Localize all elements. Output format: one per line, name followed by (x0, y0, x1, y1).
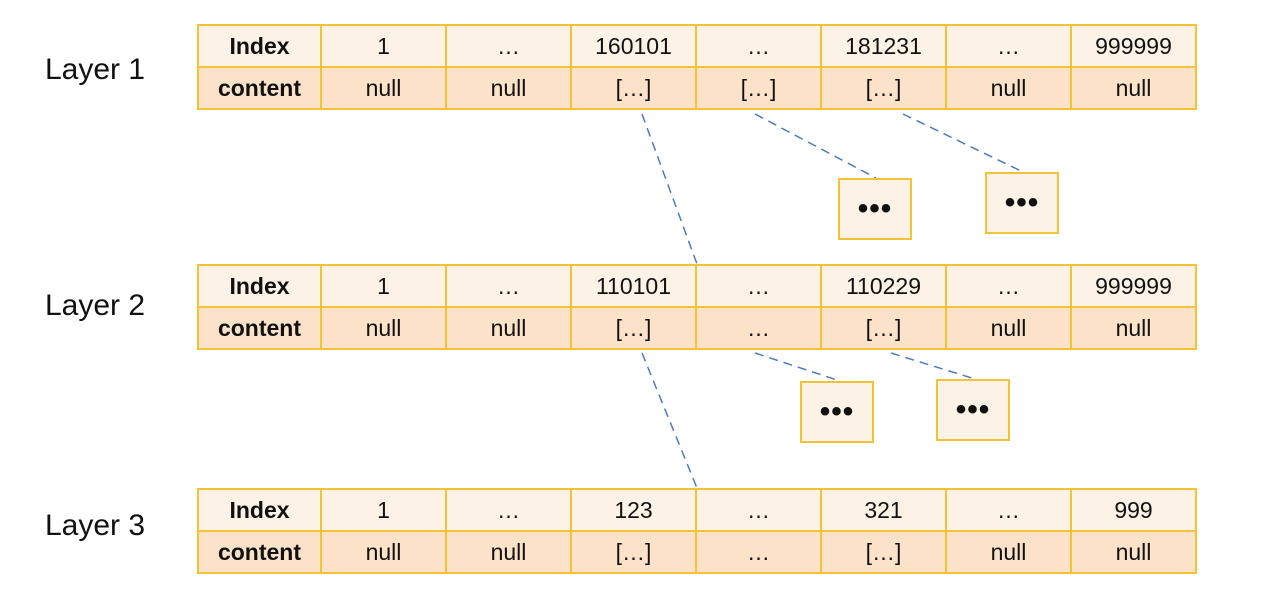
index-cell: … (445, 488, 572, 532)
index-cell: … (695, 24, 822, 68)
link-layer1-to-box-b (902, 113, 1024, 173)
index-cell: 1 (320, 24, 447, 68)
content-cell: … (695, 530, 822, 574)
content-row: content null null […] … […] null null (197, 530, 1197, 574)
content-cell: null (1070, 530, 1197, 574)
subarray-box: ••• (800, 381, 874, 443)
index-cell: 999 (1070, 488, 1197, 532)
layer-3-table: Index 1 … 123 … 321 … 999 content null n… (197, 488, 1197, 574)
content-cell: null (320, 530, 447, 574)
index-cell: 110229 (820, 264, 947, 308)
content-row: content null null […] […] […] null null (197, 66, 1197, 110)
link-layer2-to-box-d (890, 352, 976, 380)
content-cell: null (445, 306, 572, 350)
index-cell: … (445, 24, 572, 68)
index-cell: 181231 (820, 24, 947, 68)
index-cell: 999999 (1070, 24, 1197, 68)
content-cell: […] (570, 66, 697, 110)
index-cell: … (695, 488, 822, 532)
index-row: Index 1 … 110101 … 110229 … 999999 (197, 264, 1197, 308)
content-cell: null (945, 530, 1072, 574)
link-110101-to-layer3 (641, 352, 698, 489)
content-cell: null (1070, 66, 1197, 110)
index-cell: 999999 (1070, 264, 1197, 308)
content-cell: […] (820, 66, 947, 110)
subarray-box: ••• (838, 178, 912, 240)
content-cell: null (320, 66, 447, 110)
content-cell: null (945, 306, 1072, 350)
index-header: Index (197, 488, 322, 532)
layer-1-table: Index 1 … 160101 … 181231 … 999999 conte… (197, 24, 1197, 110)
subarray-box: ••• (985, 172, 1059, 234)
index-cell: 123 (570, 488, 697, 532)
index-header: Index (197, 24, 322, 68)
index-row: Index 1 … 160101 … 181231 … 999999 (197, 24, 1197, 68)
index-cell: 110101 (570, 264, 697, 308)
index-cell: … (945, 488, 1072, 532)
index-cell: … (945, 24, 1072, 68)
content-cell: […] (820, 306, 947, 350)
link-layer2-to-box-c (754, 352, 841, 382)
layer-3-label: Layer 3 (44, 509, 146, 542)
link-160101-to-layer2 (641, 113, 698, 265)
index-cell: … (945, 264, 1072, 308)
content-cell: […] (695, 66, 822, 110)
link-layer1-to-box-a (754, 113, 877, 179)
index-header: Index (197, 264, 322, 308)
index-cell: 1 (320, 264, 447, 308)
content-cell: null (445, 66, 572, 110)
subarray-box: ••• (936, 379, 1010, 441)
content-header: content (197, 530, 322, 574)
content-cell: null (320, 306, 447, 350)
layer-1-label: Layer 1 (44, 53, 146, 86)
content-cell: null (945, 66, 1072, 110)
content-cell: … (695, 306, 822, 350)
index-cell: 1 (320, 488, 447, 532)
content-header: content (197, 306, 322, 350)
index-cell: 321 (820, 488, 947, 532)
index-cell: … (445, 264, 572, 308)
layer-2-label: Layer 2 (44, 289, 146, 322)
content-cell: null (1070, 306, 1197, 350)
content-cell: […] (820, 530, 947, 574)
content-row: content null null […] … […] null null (197, 306, 1197, 350)
index-cell: … (695, 264, 822, 308)
content-cell: […] (570, 530, 697, 574)
index-row: Index 1 … 123 … 321 … 999 (197, 488, 1197, 532)
content-cell: null (445, 530, 572, 574)
content-cell: […] (570, 306, 697, 350)
content-header: content (197, 66, 322, 110)
layer-2-table: Index 1 … 110101 … 110229 … 999999 conte… (197, 264, 1197, 350)
index-cell: 160101 (570, 24, 697, 68)
